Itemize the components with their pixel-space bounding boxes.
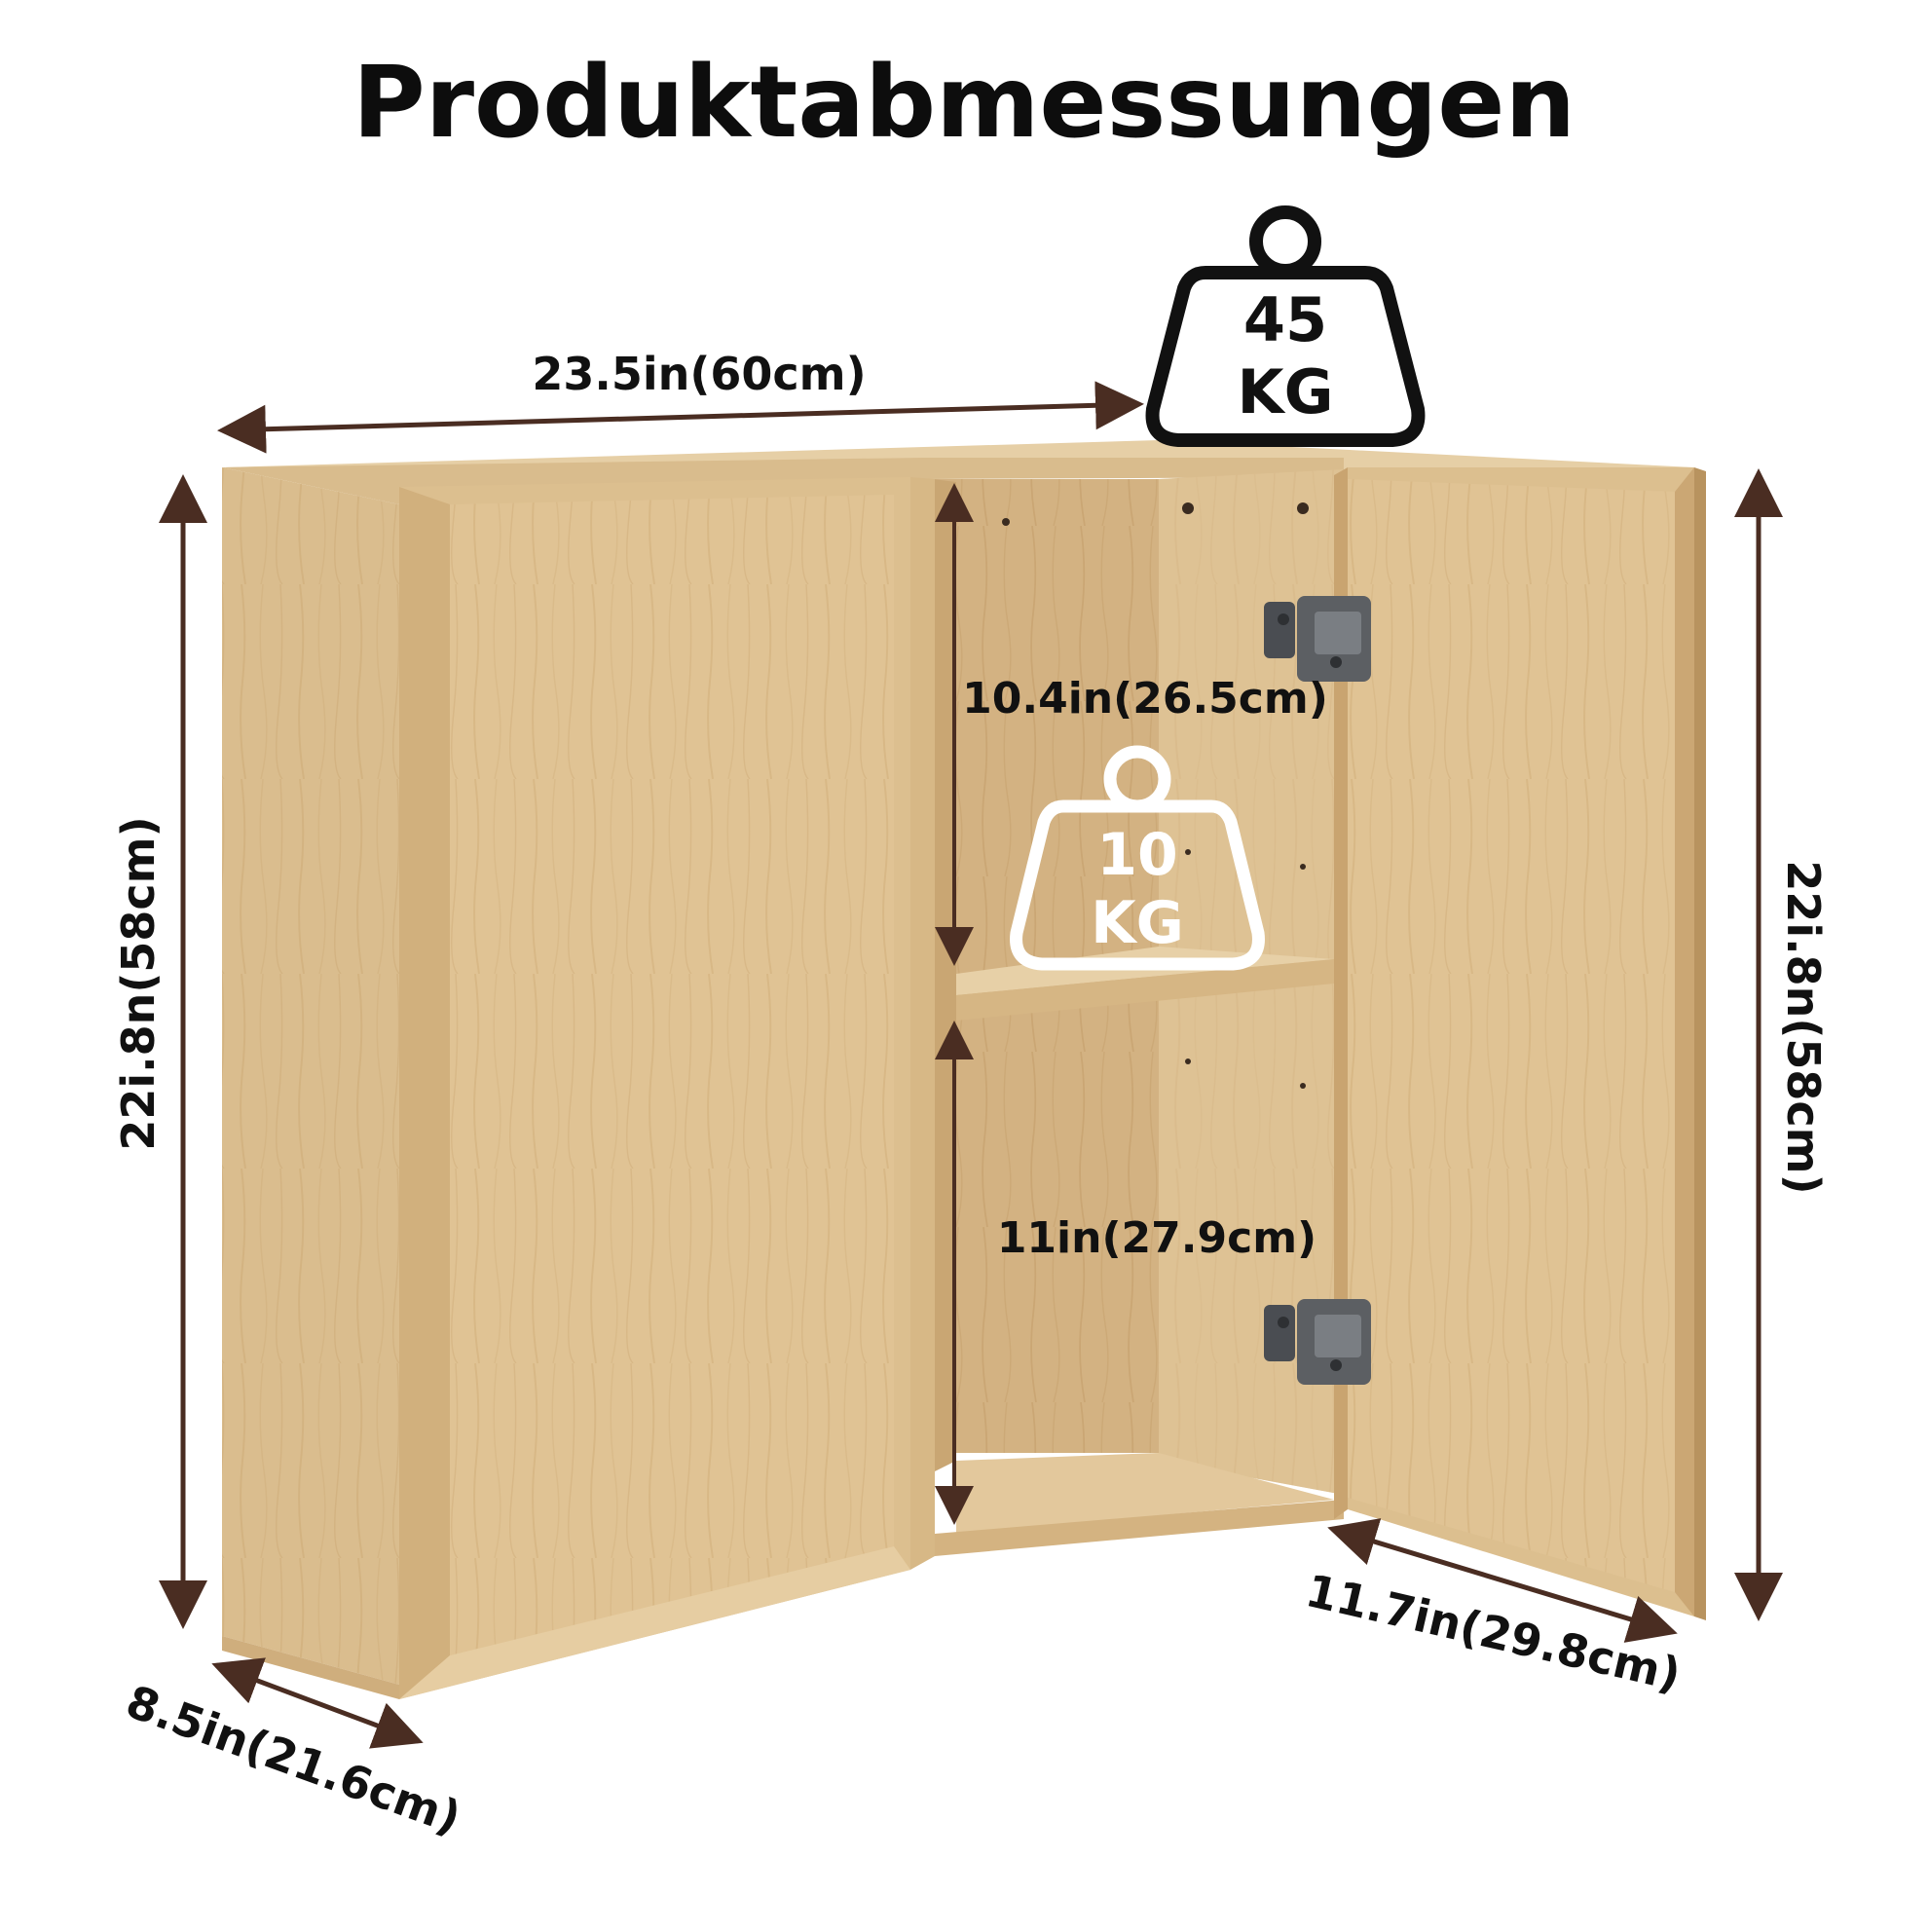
upper-compartment-label: 10.4in(26.5cm) bbox=[962, 674, 1328, 724]
depth-left-label: 8.5in(21.6cm) bbox=[120, 1675, 467, 1844]
right-door-panel bbox=[1348, 479, 1675, 1592]
lower-compartment-label: 11in(27.9cm) bbox=[997, 1213, 1316, 1263]
left-door-bevel-left bbox=[399, 487, 450, 1699]
cabinet-left-side-shade bbox=[222, 467, 399, 1685]
lower-hinge bbox=[1264, 1299, 1371, 1385]
left-door-bevel-bottom bbox=[399, 1546, 910, 1699]
total-weight-unit: KG bbox=[1238, 356, 1334, 427]
right-door-edge bbox=[1334, 467, 1348, 1519]
height-right-label: 22i.8n(58cm) bbox=[1777, 860, 1830, 1194]
upper-hinge bbox=[1264, 596, 1371, 682]
right-door-outer-side bbox=[1694, 467, 1706, 1620]
total-weight-badge: 45 KG bbox=[1145, 205, 1426, 447]
cabinet-bottom-front-edge bbox=[935, 1500, 1344, 1556]
shelf-weight-unit: KG bbox=[1091, 889, 1184, 957]
total-weight-value: 45 bbox=[1243, 284, 1327, 355]
right-door[interactable] bbox=[1334, 467, 1706, 1620]
width-label: 23.5in(60cm) bbox=[532, 348, 866, 400]
left-door[interactable] bbox=[399, 477, 910, 1699]
dimension-arrows bbox=[159, 381, 1783, 1749]
height-left-label: 22i.8n(58cm) bbox=[112, 816, 165, 1150]
cabinet-center-divider bbox=[910, 477, 935, 1570]
right-door-bevel-right bbox=[1675, 467, 1694, 1616]
shelf-front-edge bbox=[956, 959, 1334, 1021]
shelf-weight-value: 10 bbox=[1096, 821, 1178, 889]
cabinet bbox=[222, 440, 1706, 1699]
page-title: Produktabmessungen bbox=[352, 45, 1576, 161]
depth-right-arrow bbox=[1327, 1518, 1678, 1643]
weight-icon bbox=[1145, 266, 1426, 447]
cabinet-left-side bbox=[222, 467, 399, 1685]
cabinet-interior-floor bbox=[956, 1453, 1334, 1534]
width-arrow bbox=[217, 381, 1144, 454]
weight-icon bbox=[1010, 799, 1265, 971]
depth-left-arrow bbox=[211, 1657, 424, 1749]
left-door-panel bbox=[450, 495, 894, 1655]
shelf-pin-holes bbox=[1002, 502, 1309, 1089]
shelf-weight-badge: 10 KG bbox=[1010, 745, 1265, 971]
weight-icon-ring bbox=[1249, 205, 1321, 278]
